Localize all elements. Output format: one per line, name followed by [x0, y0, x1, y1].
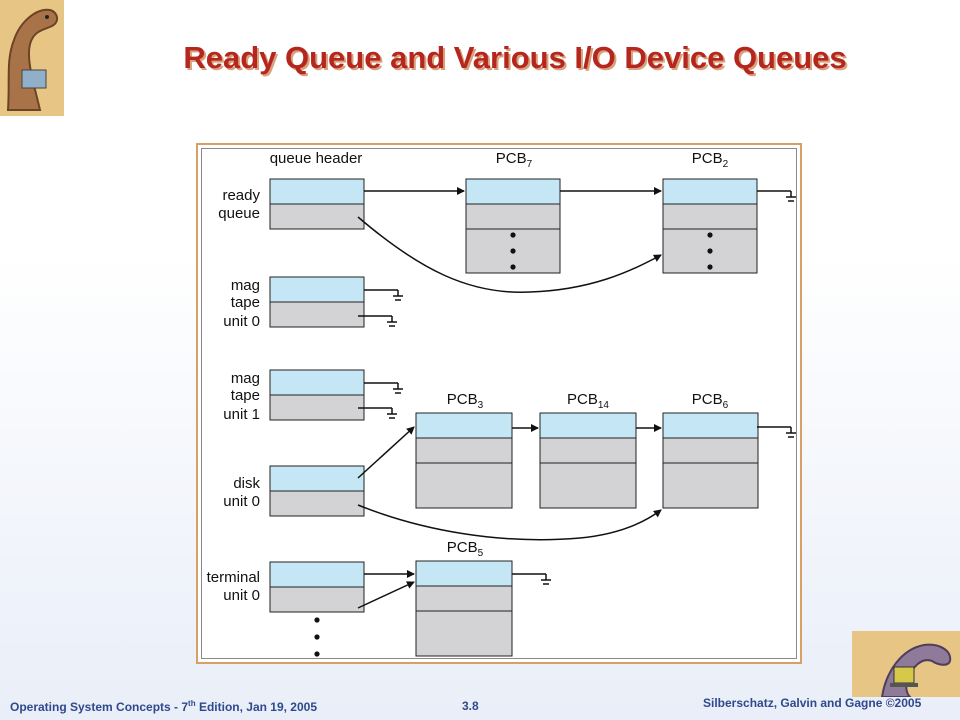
arrow-disk-head-pcb3 [357, 426, 415, 479]
ellipsis-dot [707, 264, 713, 270]
dinosaur-logo-bottom [852, 631, 960, 697]
arrow-disk-tail-pcb6 [357, 504, 662, 541]
page-number: 3.8 [462, 699, 479, 713]
ellipsis-dot [707, 248, 713, 254]
queue-label-ready: ready [222, 187, 260, 204]
footer-copyright: Silberschatz, Galvin and Gagne ©2005 [703, 696, 922, 710]
head-field-disk0 [269, 465, 365, 492]
head-field-tape0 [269, 276, 365, 303]
dinosaur-logo-top [0, 0, 64, 116]
ellipsis-dot [510, 232, 516, 238]
pcb-top-field-pcb2 [662, 178, 758, 205]
pcb-label-pcb14: PCB14 [567, 391, 609, 411]
more-queues-dot [314, 634, 320, 640]
more-queues-dot [314, 617, 320, 623]
pcb-label-pcb5: PCB5 [447, 539, 484, 559]
queue-label-terminal0: unit 0 [223, 587, 260, 604]
tail-field-ready [269, 203, 365, 230]
queue-label-disk0: disk [233, 475, 260, 492]
arrow-ready-tail-pcb2 [357, 216, 662, 293]
tail-field-tape1 [269, 394, 365, 421]
head-field-terminal0 [269, 561, 365, 588]
head-field-ready [269, 178, 365, 205]
queue-label-disk0: unit 0 [223, 493, 260, 510]
arrow-terminal-tail-pcb5 [357, 581, 415, 609]
dinosaur-icon [0, 0, 64, 116]
queue-label-terminal0: terminal [207, 569, 260, 586]
footer-course-text: Operating System Concepts - 7 [10, 700, 189, 714]
queue-label-tape0: tape [231, 294, 260, 311]
queue-label-tape1: unit 1 [223, 406, 260, 423]
ellipsis-dot [707, 232, 713, 238]
pcb-label-pcb7: PCB7 [496, 150, 533, 170]
head-field-tape1 [269, 369, 365, 396]
pcb-label-pcb2: PCB2 [692, 150, 729, 170]
tail-field-disk0 [269, 490, 365, 517]
tail-field-tape0 [269, 301, 365, 328]
footer-course-sup: th [188, 699, 196, 708]
queue-label-tape0: unit 0 [223, 313, 260, 330]
pcb-label-pcb6: PCB6 [692, 391, 729, 411]
footer-course: Operating System Concepts - 7th Edition,… [10, 699, 317, 714]
footer-course-text-end: Edition, Jan 19, 2005 [195, 700, 317, 714]
queue-label-tape1: mag [231, 370, 260, 387]
queue-label-ready: queue [218, 205, 260, 222]
ellipsis-dot [510, 248, 516, 254]
dinosaur-laptop-icon [852, 631, 960, 697]
pcb-top-field-pcb6 [662, 412, 759, 439]
tail-field-terminal0 [269, 586, 365, 613]
ellipsis-dot [510, 264, 516, 270]
slide-title: Ready Queue and Various I/O Device Queue… [183, 40, 847, 75]
pcb-top-field-pcb7 [465, 178, 561, 205]
pcb-top-field-pcb3 [415, 412, 513, 439]
pcb-label-pcb3: PCB3 [447, 391, 484, 411]
queue-header-label: queue header [270, 150, 363, 167]
queue-label-tape0: mag [231, 277, 260, 294]
pcb-top-field-pcb5 [415, 560, 513, 587]
queue-label-tape1: tape [231, 387, 260, 404]
pcb-top-field-pcb14 [539, 412, 637, 439]
diagram-frame-inner [201, 148, 797, 659]
more-queues-dot [314, 651, 320, 657]
